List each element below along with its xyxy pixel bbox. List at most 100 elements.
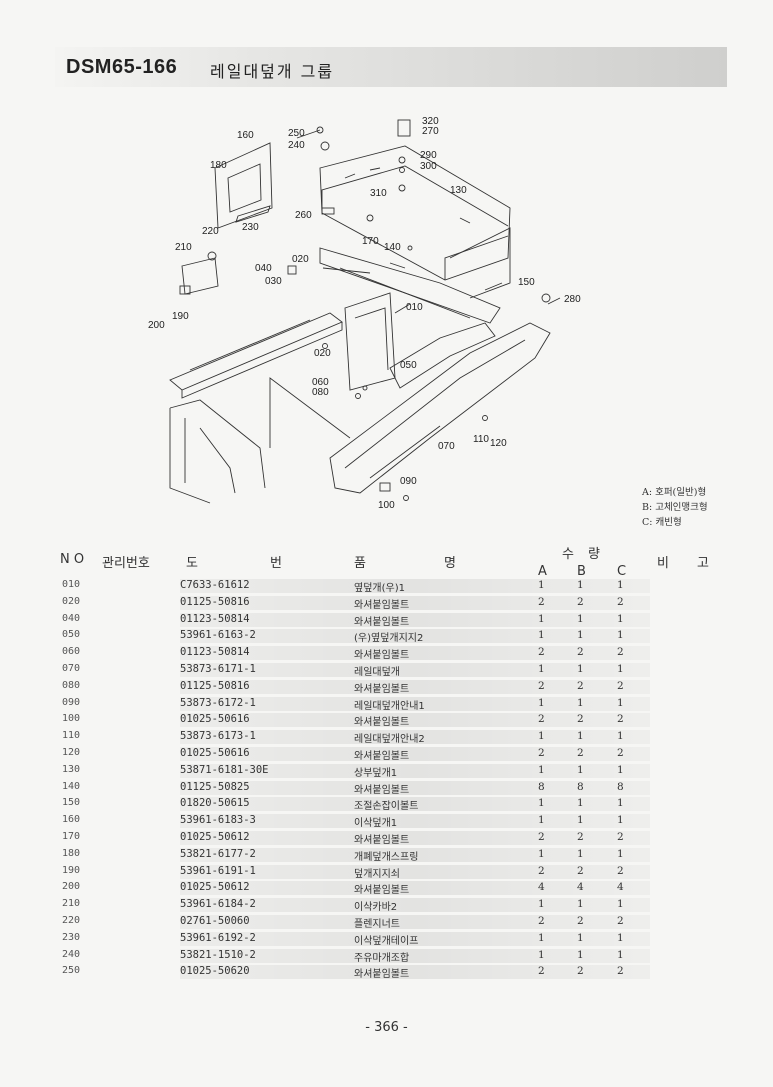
part-number: 53821-1510-2: [180, 948, 256, 961]
title-band: [55, 47, 727, 87]
part-no: 170: [62, 830, 81, 842]
qty-a: 2: [538, 965, 545, 978]
col-qty-su: 수: [562, 547, 574, 562]
diagram-callouts: 320 270 250 240 160 290 300 180 310 130 …: [148, 116, 581, 511]
qty-a: 1: [538, 696, 545, 709]
part-number: 01125-50825: [180, 780, 250, 793]
part-name: 와셔붙임볼트: [354, 834, 410, 846]
part-number: 01025-50612: [180, 830, 250, 843]
row-shade: [180, 746, 650, 761]
qty-c: 1: [617, 730, 624, 743]
col-pum: 품: [354, 556, 366, 571]
part-number: 01820-50615: [180, 797, 250, 810]
callout-270: 270: [422, 126, 439, 137]
qty-b: 8: [577, 780, 584, 793]
qty-c: 1: [617, 948, 624, 961]
part-name: 와셔붙임볼트: [354, 616, 410, 628]
qty-b: 2: [577, 965, 584, 978]
part-name: (우)옆덮개지지2: [354, 633, 424, 645]
part-name: 레일대덮개안내1: [354, 700, 425, 712]
part-number: 01125-50816: [180, 679, 250, 692]
part-number: 53871-6181-30E: [180, 763, 269, 776]
qty-b: 1: [577, 696, 584, 709]
qty-a: 2: [538, 830, 545, 843]
col-a: A: [538, 564, 547, 579]
callout-210: 210: [175, 242, 192, 253]
qty-a: 1: [538, 763, 545, 776]
callout-010: 010: [406, 302, 423, 313]
callout-090: 090: [400, 476, 417, 487]
part-no: 160: [62, 814, 81, 826]
callout-300: 300: [420, 161, 437, 172]
col-b: B: [577, 564, 586, 579]
row-shade: [180, 797, 650, 812]
qty-c: 2: [617, 595, 624, 608]
qty-b: 1: [577, 847, 584, 860]
legend-b: B: 고체인맹크형: [642, 502, 708, 513]
row-shade: [180, 696, 650, 711]
col-no: N O: [60, 552, 85, 567]
row-shade: [180, 931, 650, 946]
part-no: 090: [62, 696, 81, 708]
part-name: 와셔붙임볼트: [354, 599, 410, 611]
qty-b: 1: [577, 814, 584, 827]
row-shade: [180, 814, 650, 829]
part-name: 와셔붙임볼트: [354, 717, 410, 729]
col-myeong: 명: [444, 556, 456, 571]
model-legend: A: 호퍼(일반)형 B: 고체인맹크형 C: 캐빈형: [642, 485, 708, 530]
qty-c: 4: [617, 881, 624, 894]
qty-a: 1: [538, 662, 545, 675]
qty-a: 1: [538, 948, 545, 961]
row-shade: [180, 579, 650, 593]
qty-b: 4: [577, 881, 584, 894]
qty-b: 1: [577, 662, 584, 675]
qty-b: 2: [577, 914, 584, 927]
row-shade: [180, 864, 650, 879]
qty-a: 2: [538, 646, 545, 659]
callout-190: 190: [172, 311, 189, 322]
part-name: 상부덮개1: [354, 767, 398, 779]
row-shade: [180, 595, 650, 610]
callout-060: 060: [312, 377, 329, 388]
callout-120: 120: [490, 438, 507, 449]
callout-150: 150: [518, 277, 535, 288]
qty-c: 1: [617, 847, 624, 860]
row-shade: [180, 646, 650, 661]
callout-250: 250: [288, 128, 305, 139]
col-bi: 비: [657, 556, 669, 571]
part-number: 01125-50816: [180, 595, 250, 608]
row-shade: [180, 713, 650, 728]
callout-020b: 020: [314, 348, 331, 359]
part-no: 230: [62, 931, 81, 943]
qty-b: 1: [577, 898, 584, 911]
qty-b: 1: [577, 629, 584, 642]
part-no: 210: [62, 898, 81, 910]
part-number: 53821-6177-2: [180, 847, 256, 860]
qty-a: 1: [538, 814, 545, 827]
part-no: 130: [62, 763, 81, 775]
exploded-parts-diagram: 320 270 250 240 160 290 300 180 310 130 …: [148, 116, 581, 511]
legend-c: C: 캐빈형: [642, 517, 682, 528]
qty-c: 1: [617, 696, 624, 709]
part-number: 53961-6192-2: [180, 931, 256, 944]
qty-b: 1: [577, 579, 584, 591]
part-no: 060: [62, 646, 81, 658]
col-mgmt: 관리번호: [102, 556, 150, 571]
qty-a: 1: [538, 579, 545, 591]
qty-b: 1: [577, 612, 584, 625]
qty-b: 2: [577, 864, 584, 877]
callout-080: 080: [312, 387, 329, 398]
col-c: C: [617, 564, 627, 579]
